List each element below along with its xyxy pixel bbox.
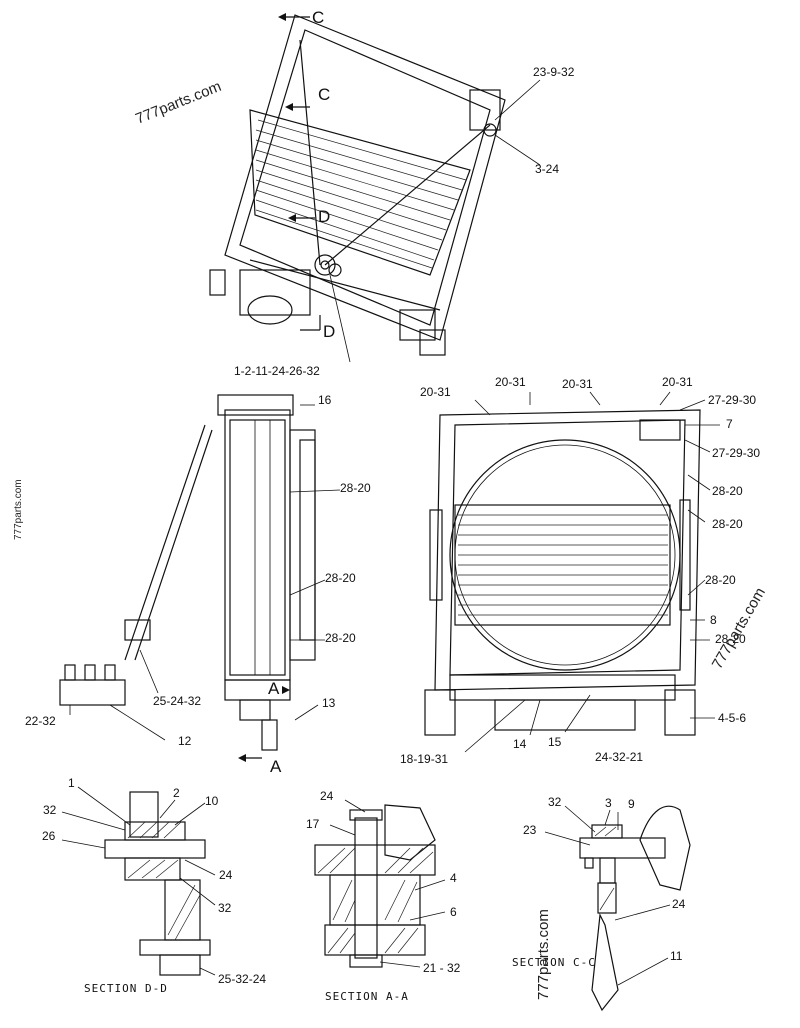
callout-28-20: 28-20 <box>325 631 356 645</box>
callout-25-32-24: 25-32-24 <box>218 972 266 986</box>
callout-28-20: 28-20 <box>712 517 743 531</box>
callout-24: 24 <box>320 789 334 803</box>
callout-25-24-32: 25-24-32 <box>153 694 201 708</box>
section-marker-d-mid: D <box>288 207 330 226</box>
callout-20-31: 20-31 <box>420 385 451 399</box>
callout-32: 32 <box>548 795 562 809</box>
section-marker-c-top: C <box>278 8 324 27</box>
section-a-a-view <box>314 804 436 968</box>
callout-11: 11 <box>670 949 683 963</box>
callout-28-20: 28-20 <box>340 481 371 495</box>
callout-12: 12 <box>178 734 192 748</box>
callout-32: 32 <box>218 901 232 915</box>
callout-10: 10 <box>205 794 219 808</box>
callout-6: 6 <box>450 905 457 919</box>
callout-22-32: 22-32 <box>25 714 56 728</box>
callout-20-31: 20-31 <box>562 377 593 391</box>
callout-4-5-6: 4-5-6 <box>718 711 746 725</box>
callout-3-24: 3-24 <box>535 162 559 176</box>
callout-23: 23 <box>523 823 537 837</box>
callout-24: 24 <box>219 868 233 882</box>
callout-8: 8 <box>710 613 717 627</box>
callout-3: 3 <box>605 796 612 810</box>
watermark: 777parts.com <box>709 585 769 672</box>
section-c-c-title: SECTION C-C <box>512 956 596 969</box>
callout-27-29-30: 27-29-30 <box>712 446 760 460</box>
svg-text:C: C <box>312 8 324 27</box>
callout-27-29-30: 27-29-30 <box>708 393 756 407</box>
callout-14: 14 <box>513 737 527 751</box>
callout-13: 13 <box>322 696 336 710</box>
callout-2: 2 <box>173 786 180 800</box>
svg-text:A: A <box>270 757 282 776</box>
section-marker-d-low: D <box>300 315 335 341</box>
section-d-d-title: SECTION D-D <box>84 982 168 995</box>
callout-1-2-11-24-26-32: 1-2-11-24-26-32 <box>234 364 320 378</box>
radiator-isometric-view <box>209 14 506 356</box>
callout-32: 32 <box>43 803 57 817</box>
callout-21-32: 21 - 32 <box>423 961 461 975</box>
callout-4: 4 <box>450 871 457 885</box>
radiator-side-view <box>59 394 316 751</box>
callout-18-19-31: 18-19-31 <box>400 752 448 766</box>
callout-9: 9 <box>628 797 635 811</box>
callout-20-31: 20-31 <box>495 375 526 389</box>
svg-text:D: D <box>323 322 335 341</box>
callout-28-20: 28-20 <box>712 484 743 498</box>
watermark: 777parts.com <box>13 479 24 540</box>
watermark: 777parts.com <box>133 78 224 128</box>
section-d-d-view <box>104 791 211 976</box>
callout-1: 1 <box>68 776 75 790</box>
callout-20-31: 20-31 <box>662 375 693 389</box>
callout-26: 26 <box>42 829 56 843</box>
section-marker-a-top: A <box>268 679 290 698</box>
svg-text:A: A <box>268 679 280 698</box>
radiator-front-view <box>424 409 701 736</box>
callout-28-20: 28-20 <box>705 573 736 587</box>
svg-text:C: C <box>318 85 330 104</box>
callout-7: 7 <box>726 417 733 431</box>
callout-15: 15 <box>548 735 562 749</box>
section-c-c-view <box>579 805 691 1012</box>
callout-24: 24 <box>672 897 686 911</box>
watermark: 777parts.com <box>535 909 552 1000</box>
callout-28-20: 28-20 <box>715 632 746 646</box>
section-marker-a-low: A <box>238 754 282 776</box>
svg-text:D: D <box>318 207 330 226</box>
callout-17: 17 <box>306 817 320 831</box>
callout-16: 16 <box>318 393 332 407</box>
section-marker-c-mid: C <box>285 85 330 111</box>
callout-24-32-21: 24-32-21 <box>595 750 643 764</box>
section-a-a-title: SECTION A-A <box>325 990 409 1003</box>
callout-28-20: 28-20 <box>325 571 356 585</box>
callout-23-9-32: 23-9-32 <box>533 65 575 79</box>
